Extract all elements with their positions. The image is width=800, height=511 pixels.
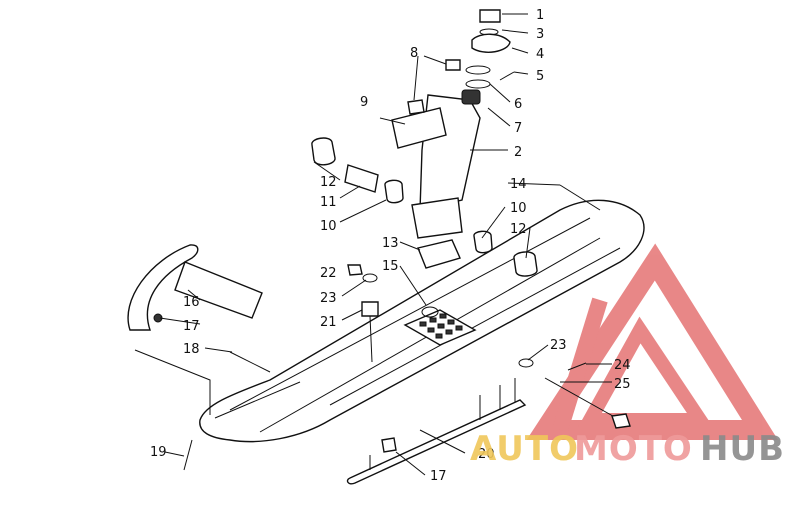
callout-17b: 17 bbox=[430, 469, 447, 484]
spindle-block bbox=[411, 197, 463, 239]
pin-24 bbox=[567, 362, 587, 371]
watermark-triangle-outer bbox=[526, 243, 779, 440]
bushing-12b bbox=[513, 251, 538, 277]
washer-23b bbox=[518, 358, 534, 368]
nut-22 bbox=[347, 264, 363, 276]
bushing-8 bbox=[445, 59, 461, 71]
ski-rib-2 bbox=[229, 217, 591, 411]
washer-15 bbox=[421, 306, 439, 318]
callout-6: 6 bbox=[514, 97, 522, 112]
callout-13: 13 bbox=[382, 236, 399, 251]
ski-handle bbox=[127, 244, 263, 331]
ski-rib-4 bbox=[329, 247, 621, 406]
callout-12b: 12 bbox=[510, 222, 527, 237]
bolt-5 bbox=[499, 71, 515, 81]
leader-lines bbox=[134, 13, 612, 476]
wear-bar bbox=[346, 378, 527, 485]
bolt-9 bbox=[379, 117, 406, 125]
watermark-auto: AUTO bbox=[470, 429, 579, 469]
callout-2: 2 bbox=[514, 145, 522, 160]
washer-23a bbox=[362, 273, 378, 283]
spindle-spring-top bbox=[461, 89, 481, 105]
wedge-13 bbox=[417, 239, 461, 269]
bushing-8b bbox=[407, 99, 425, 115]
top-cap bbox=[479, 9, 501, 23]
callout-15: 15 bbox=[382, 259, 399, 274]
handle-leader bbox=[134, 349, 211, 415]
watermark-hub: HUB bbox=[700, 429, 785, 469]
washer-6b bbox=[465, 79, 491, 89]
nut-21 bbox=[361, 301, 379, 317]
bushings bbox=[311, 137, 538, 277]
callout-10a: 10 bbox=[320, 219, 337, 234]
ski-loop bbox=[127, 244, 199, 331]
bushing-12a bbox=[311, 137, 336, 166]
saddle-plate-holes bbox=[419, 313, 463, 339]
callout-17a: 17 bbox=[183, 319, 200, 334]
bolt-19 bbox=[183, 439, 193, 471]
watermark-text: AUTO MOTO HUB bbox=[470, 429, 785, 469]
hardware bbox=[183, 264, 631, 471]
bushing-10a bbox=[384, 179, 404, 204]
bushing-10b bbox=[473, 230, 493, 254]
callout-16: 16 bbox=[183, 295, 200, 310]
callout-23b: 23 bbox=[550, 338, 567, 353]
callout-11: 11 bbox=[320, 195, 337, 210]
bolt-25-head bbox=[611, 413, 631, 429]
callout-5: 5 bbox=[536, 69, 544, 84]
callout-18: 18 bbox=[183, 342, 200, 357]
callout-12a: 12 bbox=[320, 175, 337, 190]
callout-25: 25 bbox=[614, 377, 631, 392]
watermark-triangle-inner bbox=[578, 316, 714, 427]
bolt-18 bbox=[229, 351, 271, 373]
callout-23a: 23 bbox=[320, 291, 337, 306]
ski-loop-bracket bbox=[174, 261, 263, 319]
callout-22: 22 bbox=[320, 266, 337, 281]
callout-labels: 1 3 4 5 6 7 2 8 9 12 11 10 14 10 12 13 1… bbox=[150, 8, 631, 484]
bolt-25 bbox=[544, 377, 621, 421]
callout-8: 8 bbox=[410, 46, 418, 61]
washer-6a bbox=[465, 65, 491, 75]
wear-bar-runner bbox=[346, 399, 527, 485]
callout-4: 4 bbox=[536, 47, 544, 62]
callout-19: 19 bbox=[150, 445, 167, 460]
ski-rib-3 bbox=[214, 381, 301, 419]
watermark-moto: MOTO bbox=[574, 429, 693, 469]
callout-24: 24 bbox=[614, 358, 631, 373]
nut-21-stem bbox=[369, 315, 373, 363]
callout-3: 3 bbox=[536, 27, 544, 42]
nut-17b bbox=[381, 437, 397, 453]
spacer-11 bbox=[344, 164, 379, 193]
spindle-assembly bbox=[379, 9, 515, 239]
callout-1: 1 bbox=[536, 8, 544, 23]
callout-7: 7 bbox=[514, 121, 522, 136]
callout-10b: 10 bbox=[510, 201, 527, 216]
watermark-logo bbox=[526, 243, 779, 440]
callout-20: 20 bbox=[478, 447, 495, 462]
callout-9: 9 bbox=[360, 95, 368, 110]
clamp-4 bbox=[471, 33, 511, 53]
callout-21: 21 bbox=[320, 315, 337, 330]
callout-14: 14 bbox=[510, 177, 527, 192]
